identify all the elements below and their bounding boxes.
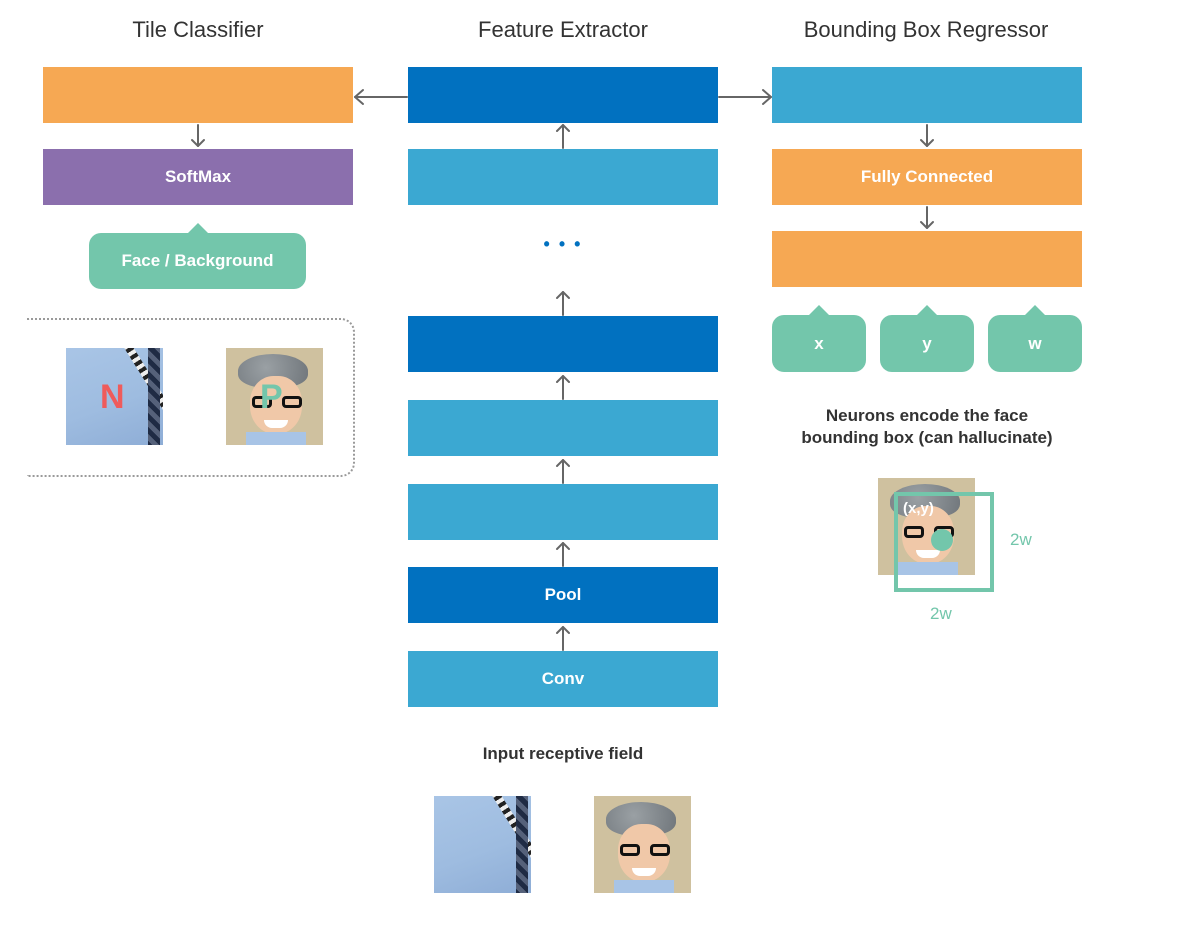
bbox-width-label: 2w bbox=[930, 604, 952, 623]
conv-layer: Conv bbox=[408, 651, 718, 707]
softmax-layer: SoftMax bbox=[43, 149, 353, 205]
center-point-label: (x,y) bbox=[903, 500, 934, 517]
extractor-top-layer bbox=[408, 67, 718, 123]
ellipsis-indicator: • • • bbox=[543, 234, 583, 254]
bbox-height-label: 2w bbox=[1010, 530, 1032, 549]
regressor-output-layer bbox=[772, 231, 1082, 287]
extractor-layer-5 bbox=[408, 484, 718, 540]
regressor-caption-line1: Neurons encode the face bbox=[825, 406, 1029, 425]
center-point-marker bbox=[931, 529, 953, 551]
tile-classifier-title: Tile Classifier bbox=[132, 17, 264, 42]
feature-extractor-title: Feature Extractor bbox=[478, 17, 648, 42]
extractor-layer-4 bbox=[408, 400, 718, 456]
regressor-caption-line2: bounding box (can hallucinate) bbox=[801, 428, 1053, 447]
input-tile-shirt bbox=[434, 796, 531, 893]
bounding-box bbox=[894, 492, 994, 592]
negative-label: N bbox=[100, 378, 125, 416]
extractor-layer-2 bbox=[408, 149, 718, 205]
regressor-input-layer bbox=[772, 67, 1082, 123]
output-w: w bbox=[988, 305, 1082, 372]
output-y: y bbox=[880, 305, 974, 372]
positive-label: P bbox=[260, 378, 283, 416]
classifier-dense-layer bbox=[43, 67, 353, 123]
input-receptive-field-caption: Input receptive field bbox=[482, 744, 644, 763]
bbox-regressor-title: Bounding Box Regressor bbox=[803, 17, 1049, 42]
output-x: x bbox=[772, 305, 866, 372]
negative-tile-image bbox=[66, 348, 163, 445]
face-background-output: Face / Background bbox=[89, 223, 306, 289]
fully-connected-layer: Fully Connected bbox=[772, 149, 1082, 205]
positive-tile-image bbox=[226, 348, 323, 445]
extractor-layer-3 bbox=[408, 316, 718, 372]
pool-layer: Pool bbox=[408, 567, 718, 623]
sample-tiles-panel bbox=[27, 318, 355, 477]
input-tile-face bbox=[594, 796, 691, 893]
